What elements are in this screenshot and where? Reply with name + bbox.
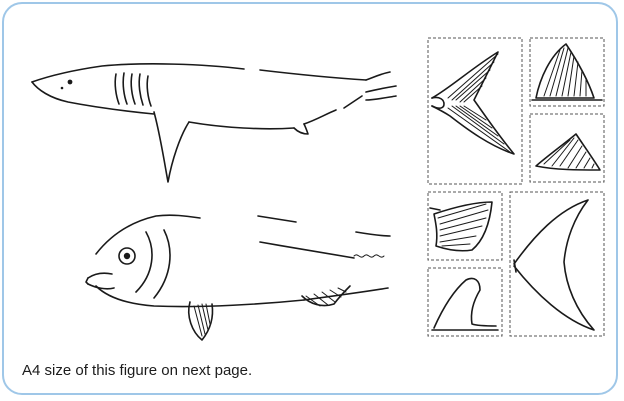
fin-card-caudal-forked [428,38,522,184]
fin-card-pectoral-rounded [428,192,502,260]
figure-card: A4 size of this figure on next page. [2,2,618,395]
fin-card-caudal-lunate [510,192,604,336]
fin-card-pectoral-triangular [530,114,604,182]
fin-card-dorsal-triangular [530,38,604,106]
shark-outline [32,64,396,182]
fish-fins-worksheet [4,4,616,393]
fin-card-dorsal-sickle [428,268,502,336]
figure-caption: A4 size of this figure on next page. [22,362,252,379]
bony-fish-outline [86,215,390,340]
